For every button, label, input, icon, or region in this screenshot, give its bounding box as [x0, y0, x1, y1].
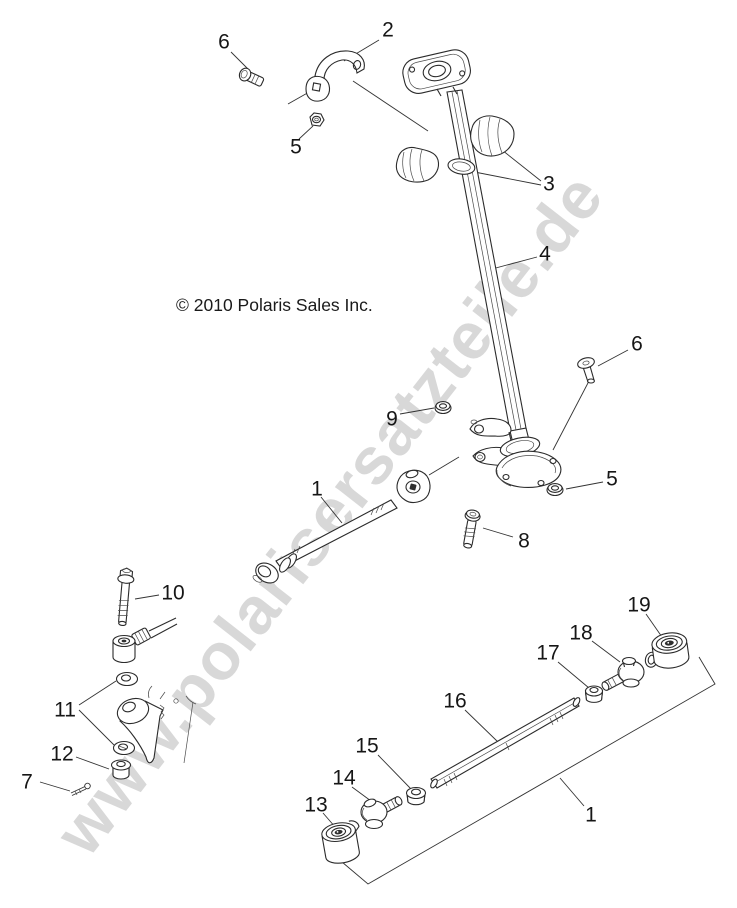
- callout-1-upper: 1: [311, 477, 323, 501]
- callout-13: 13: [304, 793, 328, 817]
- rod-end-18: [601, 656, 645, 691]
- bolt-8: [463, 509, 481, 549]
- tie-rod-upper: [252, 469, 431, 584]
- callout-8: 8: [518, 529, 530, 553]
- cotter-pin-7: [70, 782, 91, 796]
- callout-5-top: 5: [290, 135, 302, 159]
- nut-5-top: [309, 112, 325, 127]
- tie-rod-shaft-16: [430, 697, 581, 789]
- callout-10: 10: [161, 581, 185, 605]
- callout-17: 17: [536, 641, 560, 665]
- bolt-10: [117, 567, 135, 627]
- callout-14: 14: [332, 766, 356, 790]
- rod-end-upper-left: [112, 617, 178, 664]
- pitman-arm: [116, 685, 197, 764]
- bushing-left: [395, 146, 440, 183]
- callout-6-top: 6: [218, 30, 230, 54]
- leader-lines: [39, 39, 663, 829]
- nut-17: [584, 685, 604, 703]
- column-top-plate: [402, 49, 471, 94]
- nut-12: [110, 759, 132, 780]
- bracket-line-1: [341, 656, 716, 885]
- callout-12: 12: [50, 742, 74, 766]
- washer-11b: [112, 740, 136, 756]
- bushing-right: [470, 115, 515, 157]
- callout-1-lower: 1: [585, 803, 597, 827]
- nut-15: [405, 786, 427, 806]
- callout-19: 19: [627, 593, 651, 617]
- bolt-6-top: [238, 67, 265, 87]
- mount-clamp: [305, 50, 365, 102]
- washer-11a: [115, 671, 139, 687]
- callout-4: 4: [539, 242, 551, 266]
- callout-15: 15: [355, 734, 379, 758]
- callout-18: 18: [569, 621, 593, 645]
- column-tube: [446, 89, 533, 457]
- column-lower-bracket: [469, 417, 562, 488]
- ball-joint-13: [321, 820, 360, 864]
- ball-joint-19: [644, 632, 690, 669]
- column-collar: [447, 158, 476, 175]
- callout-2: 2: [382, 18, 394, 42]
- callout-16: 16: [443, 689, 467, 713]
- copyright-text: © 2010 Polaris Sales Inc.: [176, 295, 373, 315]
- rod-end-14: [360, 796, 403, 830]
- nut-9: [434, 401, 452, 415]
- callout-11: 11: [54, 698, 76, 722]
- callout-9: 9: [386, 407, 398, 431]
- callout-7: 7: [21, 770, 33, 794]
- bolt-6-right: [577, 357, 595, 384]
- callout-5-right: 5: [606, 467, 618, 491]
- callout-6-right: 6: [631, 332, 643, 356]
- callout-3: 3: [543, 172, 555, 196]
- nut-5-right: [546, 483, 564, 497]
